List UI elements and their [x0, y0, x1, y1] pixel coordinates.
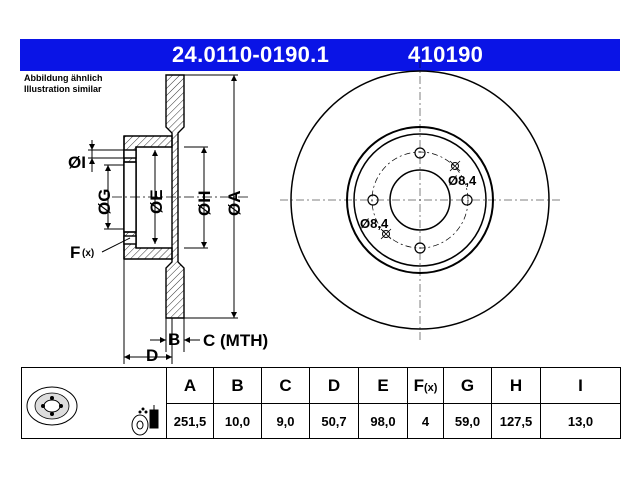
value-c: 9,0	[261, 403, 310, 439]
value-a: 251,5	[166, 403, 214, 439]
label-f: F	[70, 243, 80, 262]
value-i: 13,0	[540, 403, 621, 439]
part-number: 24.0110-0190.1	[172, 42, 330, 67]
col-header-f: F(x)	[407, 367, 444, 404]
dimension-arrows	[89, 75, 237, 360]
col-header-e: E	[358, 367, 408, 404]
table-header-row: A B C D E F(x) G H I	[21, 367, 621, 439]
disc-front-view	[280, 60, 560, 340]
reference-number: 410190	[408, 42, 484, 67]
col-header-i: I	[540, 367, 621, 404]
col-header-g: G	[443, 367, 492, 404]
label-diameter-e: ØE	[147, 189, 166, 214]
note-german: Abbildung ähnlich	[24, 73, 103, 83]
label-d: D	[146, 346, 158, 365]
col-header-d: D	[309, 367, 359, 404]
icon-cell	[21, 367, 167, 439]
value-g: 59,0	[443, 403, 492, 439]
label-diameter-h: ØH	[195, 191, 214, 217]
label-hole-diameter-lower: Ø8,4	[360, 216, 389, 231]
value-f: 4	[407, 403, 444, 439]
label-f-sub: (x)	[82, 248, 94, 259]
dimension-lines	[88, 74, 238, 364]
label-diameter-g: ØG	[95, 189, 114, 215]
note-english: Illustration similar	[24, 84, 102, 94]
label-diameter-a: ØA	[225, 191, 244, 217]
value-e: 98,0	[358, 403, 408, 439]
col-header-c: C	[261, 367, 310, 404]
col-header-b: B	[213, 367, 262, 404]
label-diameter-i: ØI	[68, 153, 86, 172]
header-bar: 24.0110-0190.1 410190	[20, 39, 620, 71]
label-hole-diameter-upper: Ø8,4	[448, 173, 477, 188]
disc-cross-section	[123, 74, 185, 319]
value-h: 127,5	[491, 403, 541, 439]
table-value-row: 251,5 10,0 9,0 50,7 98,0 4 59,0 127,5 13…	[22, 403, 621, 439]
label-b: B	[168, 330, 180, 349]
dimension-table: A B C D E F(x) G H I 251,5 10,0 9,0 50,7…	[21, 367, 621, 439]
col-header-h: H	[491, 367, 541, 404]
label-c-mth: C (MTH)	[203, 331, 268, 350]
value-d: 50,7	[309, 403, 359, 439]
col-header-a: A	[166, 367, 214, 404]
value-b: 10,0	[213, 403, 262, 439]
